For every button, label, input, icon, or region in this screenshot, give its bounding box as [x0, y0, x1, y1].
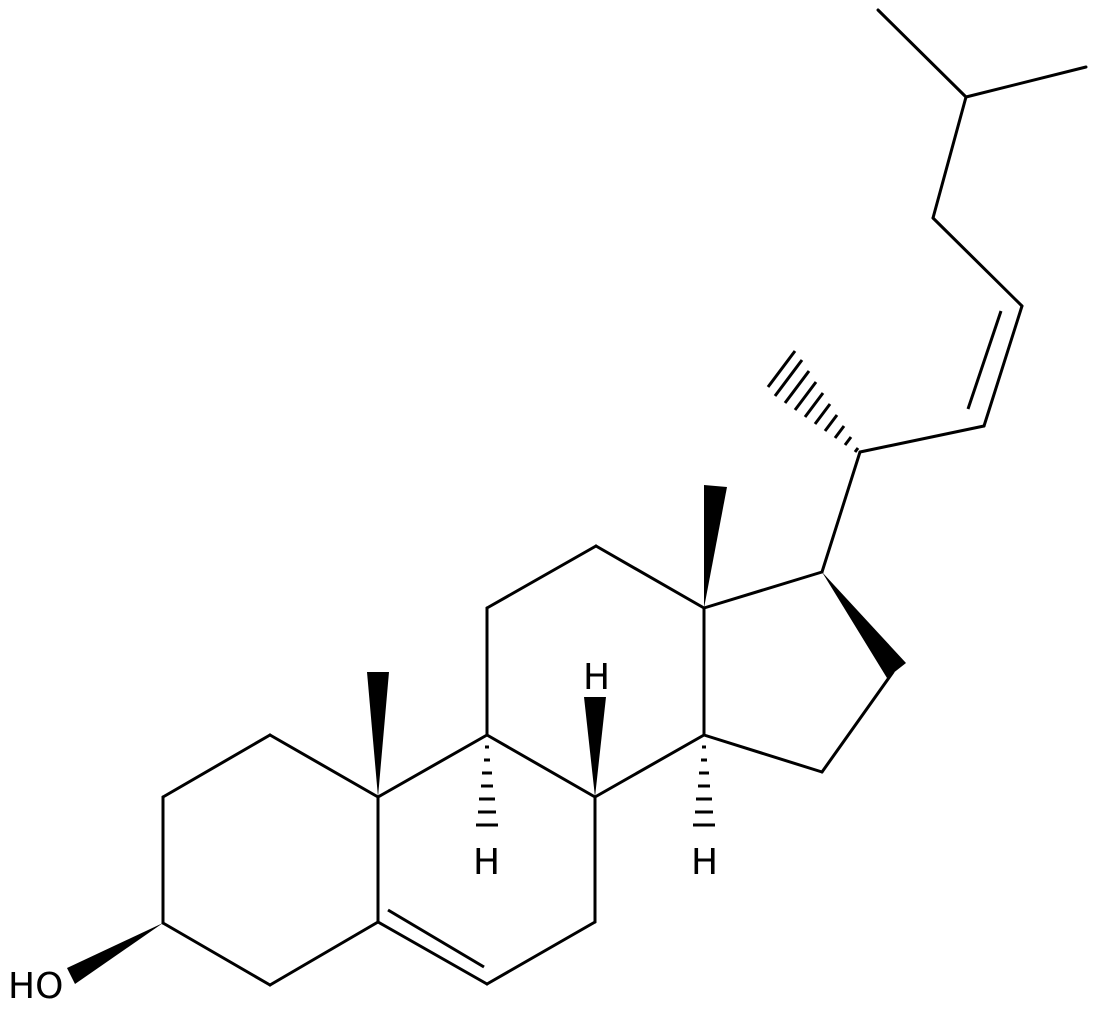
hydrogen-label-c14: H	[691, 842, 718, 883]
ring-d	[702, 570, 895, 774]
double-bond-inner-line	[387, 908, 485, 969]
bond	[820, 450, 862, 574]
bond	[268, 733, 380, 799]
wedge-bonds	[67, 485, 906, 984]
wedge-bond-c10-methyl	[367, 672, 389, 797]
bond	[702, 570, 824, 610]
bond	[931, 95, 968, 220]
wedge-bond-c3-oh	[67, 923, 163, 984]
hashed-bond-c20-methyl	[766, 350, 860, 453]
wedge-bond-c17	[822, 572, 906, 678]
bond	[485, 733, 597, 799]
double-bond-inner-line	[966, 310, 1003, 410]
bond	[858, 424, 986, 454]
bond	[982, 304, 1024, 428]
ring-a	[161, 733, 380, 987]
hydrogen-label-c8: H	[583, 657, 610, 698]
hydroxyl-label: HO	[8, 966, 63, 1007]
hashed-bond-c9-h	[476, 745, 498, 827]
bond	[485, 544, 598, 610]
bond	[376, 920, 489, 986]
bond	[376, 733, 489, 799]
hashed-bond-c14-h	[693, 745, 715, 827]
bond	[593, 733, 706, 799]
bond	[702, 733, 824, 774]
bond	[161, 921, 272, 987]
wedge-bond-c8-h	[584, 697, 606, 797]
bond	[485, 920, 597, 986]
bond	[876, 8, 968, 99]
hydrogen-label-c9: H	[473, 842, 500, 883]
ring-b	[376, 733, 597, 986]
wedge-bond-c13-methyl	[704, 485, 727, 608]
bond	[161, 733, 272, 799]
ring-c	[485, 544, 706, 799]
side-chain	[820, 8, 1088, 574]
bond	[268, 920, 380, 987]
bond	[931, 216, 1024, 308]
bond	[594, 544, 706, 610]
bond	[820, 670, 895, 774]
bond	[964, 65, 1088, 99]
